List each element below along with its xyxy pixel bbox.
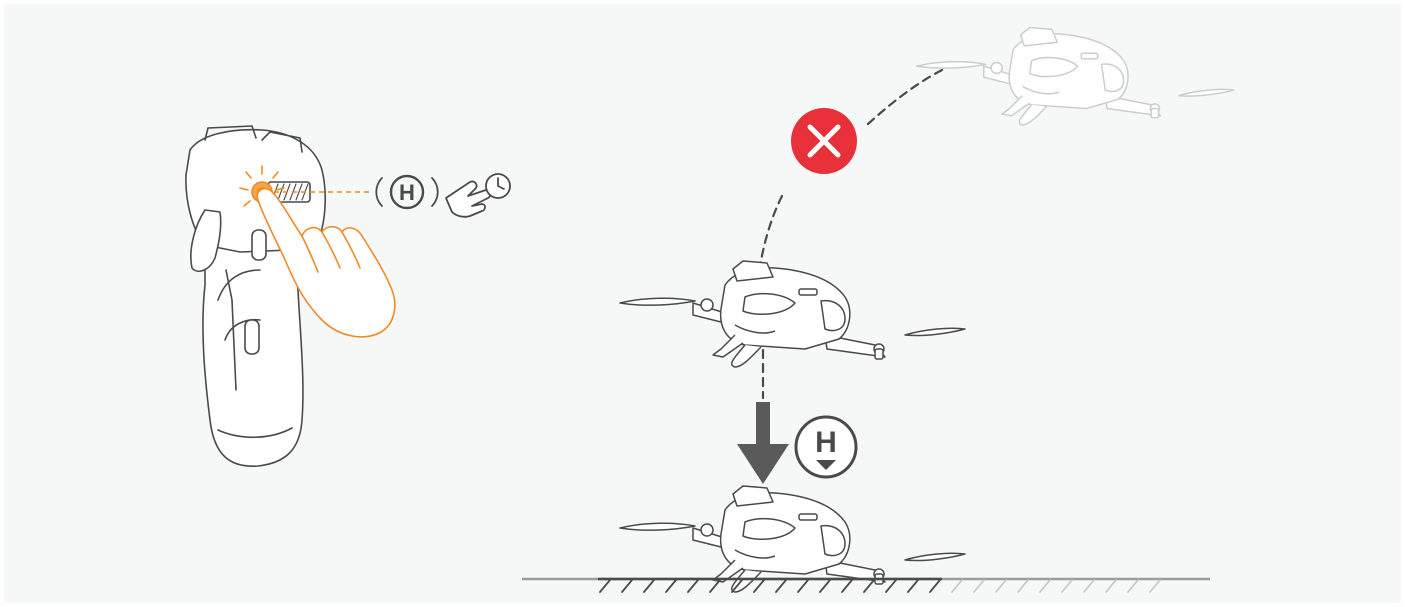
landing-h-icon: H bbox=[796, 417, 856, 477]
ground-hatch-light bbox=[952, 580, 1160, 592]
drone-landed bbox=[620, 486, 965, 592]
descend-arrow bbox=[737, 402, 789, 484]
rth-h-icon: H bbox=[376, 176, 437, 208]
drone-hovering bbox=[620, 261, 965, 367]
drone-faded bbox=[917, 28, 1234, 126]
landing-h-letter: H bbox=[815, 426, 837, 459]
ground-hatch-dark bbox=[600, 580, 940, 592]
ground bbox=[522, 579, 1210, 592]
rth-h-letter: H bbox=[399, 180, 415, 205]
cancel-error-icon bbox=[791, 108, 857, 174]
press-hold-icon bbox=[446, 174, 510, 217]
